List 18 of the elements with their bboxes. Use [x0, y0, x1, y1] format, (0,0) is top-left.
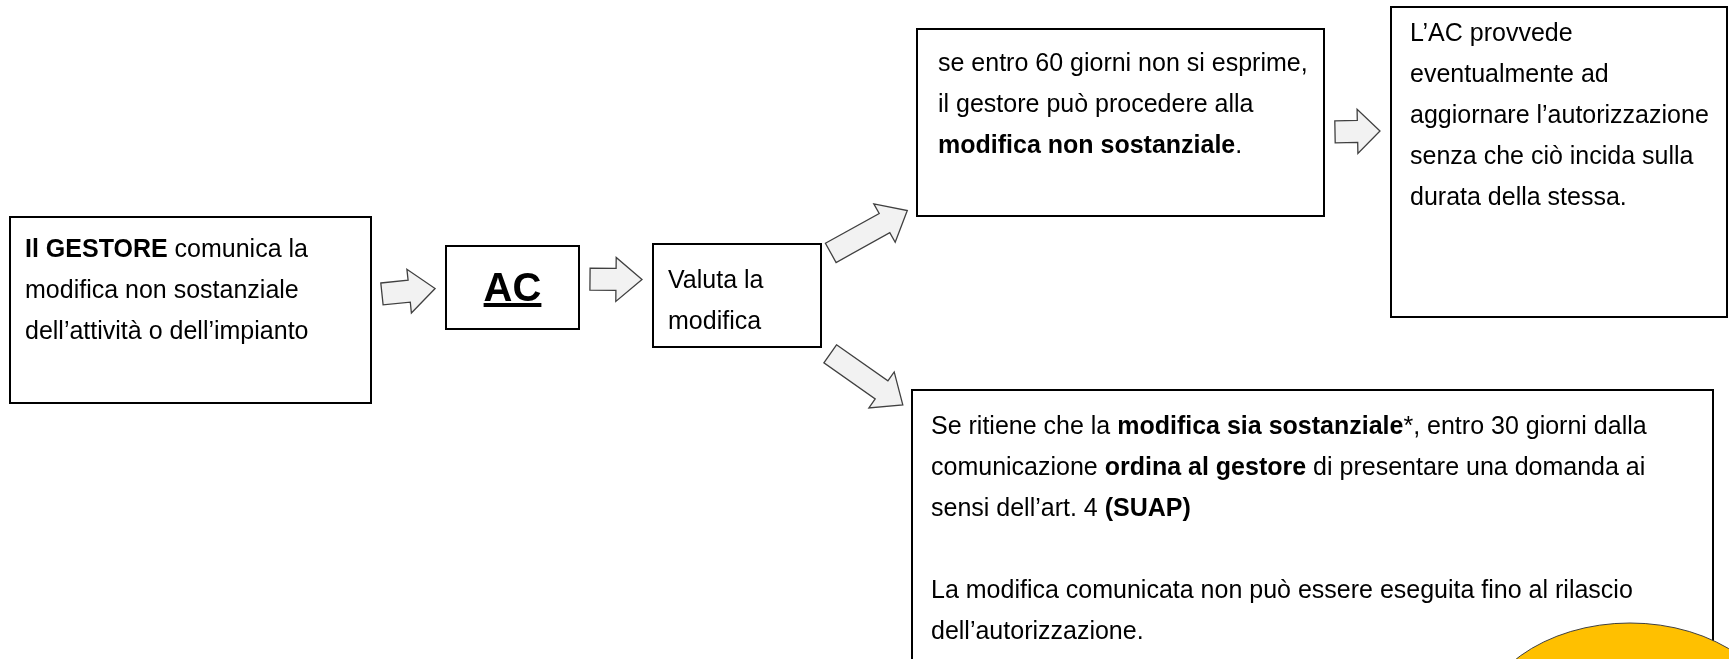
process-box	[9, 216, 372, 404]
box-text: Il GESTORE comunica la modifica non sostanziale dell’attività o dell’impianto	[25, 233, 310, 346]
process-box	[652, 243, 822, 348]
process-box	[445, 245, 580, 330]
block-arrow	[824, 202, 909, 264]
box-text: Se ritiene che la modifica sia sostanziale*, entro 30 giorni dalla comunicazione ordina al gestore di presentare una domanda ai sensi dell’art. 4 (SUAP)	[931, 410, 1648, 523]
box-text: AC	[483, 267, 542, 308]
block-arrow	[589, 256, 643, 303]
process-box	[916, 28, 1325, 217]
box-text: Valuta la modifica	[668, 264, 765, 336]
box-text: L’AC provvede eventualmente ad aggiornare l’autorizzazione senza che ciò incida sulla durata della stessa.	[1410, 17, 1710, 212]
box-text: La modifica comunicata non può essere eseguita fino al rilascio dell’autorizzazione.	[931, 574, 1634, 646]
process-box	[911, 389, 1714, 659]
process-box	[1390, 6, 1728, 318]
block-arrow	[380, 267, 437, 315]
block-arrow	[1334, 107, 1381, 155]
box-text: se entro 60 giorni non si esprime, il gestore può procedere alla modifica non sostanziale.	[938, 47, 1309, 160]
block-arrow	[823, 343, 904, 409]
